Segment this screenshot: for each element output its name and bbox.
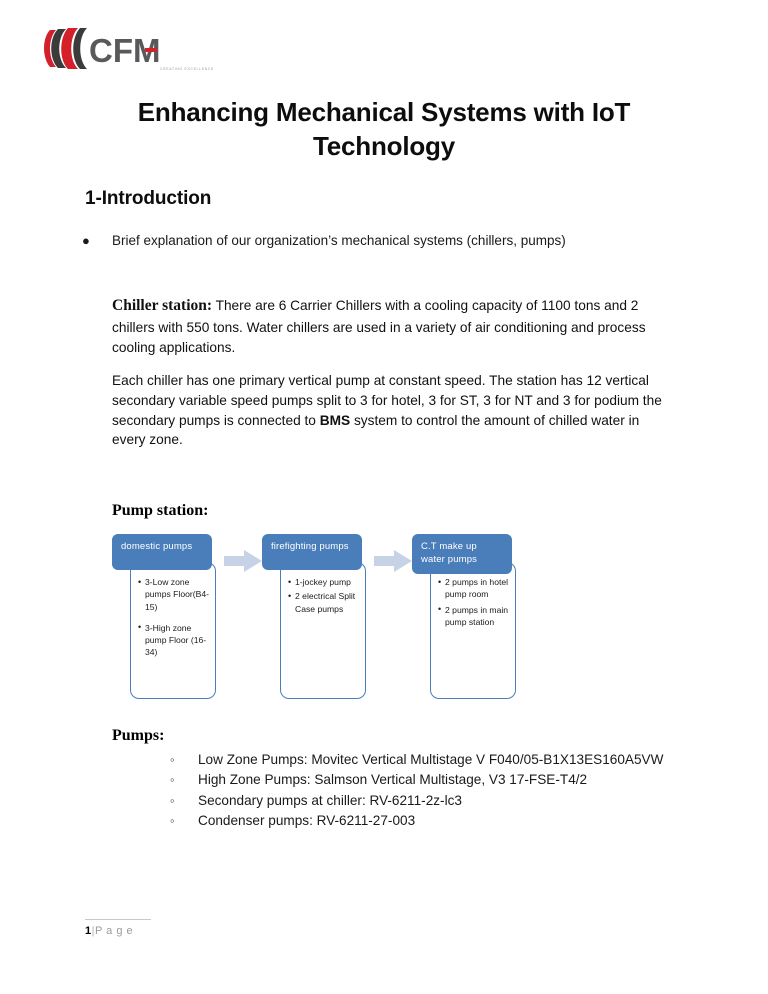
list-item: Secondary pumps at chiller: RV-6211-2z-l…: [168, 792, 668, 810]
intro-bullet: ● Brief explanation of our organization’…: [82, 232, 768, 251]
page-footer: 1|P a g e: [85, 919, 205, 937]
list-item: Condenser pumps: RV-6211-27-003: [168, 812, 668, 830]
diagram-node-item: 2 pumps in hotel pump room: [438, 576, 509, 600]
secondary-pumps-text-part1: Each chiller has one primary vertical pu…: [112, 373, 662, 428]
diagram-node-body: 2 pumps in hotel pump room 2 pumps in ma…: [430, 562, 516, 700]
pump-station-diagram: domestic pumps 3-Low zone pumps Floor(B4…: [112, 534, 562, 709]
diagram-node-caption: C.T make up water pumps: [412, 534, 512, 575]
diagram-node-firefighting-pumps: firefighting pumps 1-jockey pump 2 elect…: [262, 534, 366, 700]
diagram-node-body: 1-jockey pump 2 electrical Split Case pu…: [280, 562, 366, 700]
diagram-node-body: 3-Low zone pumps Floor(B4-15) 3-High zon…: [130, 562, 216, 700]
chiller-station-paragraph: Chiller station: There are 6 Carrier Chi…: [112, 295, 674, 357]
diagram-node-domestic-pumps: domestic pumps 3-Low zone pumps Floor(B4…: [112, 534, 216, 700]
diagram-node-item: 3-Low zone pumps Floor(B4-15): [138, 576, 209, 613]
chiller-station-label: Chiller station:: [112, 297, 213, 315]
intro-bullet-text: Brief explanation of our organization’s …: [112, 232, 566, 248]
footer-text: 1|P a g e: [85, 925, 205, 937]
logo-accent-bar: [145, 48, 157, 52]
diagram-node-item: 2 pumps in main pump station: [438, 603, 509, 628]
document-body: Enhancing Mechanical Systems with IoT Te…: [0, 96, 768, 832]
secondary-pumps-paragraph: Each chiller has one primary vertical pu…: [112, 371, 674, 450]
footer-separator: |: [91, 925, 95, 937]
footer-divider: [85, 919, 151, 920]
diagram-node-item: 1-jockey pump: [288, 576, 359, 589]
diagram-node-caption: firefighting pumps: [262, 534, 362, 571]
list-item: Low Zone Pumps: Movitec Vertical Multist…: [168, 751, 668, 769]
cfm-logo: CFM CREATING EXCELLENCE: [42, 26, 222, 72]
bms-bold-term: BMS: [319, 412, 351, 428]
logo-mark: [44, 28, 87, 69]
chiller-station-text: There are 6 Carrier Chillers with a cool…: [112, 298, 646, 355]
page-title: Enhancing Mechanical Systems with IoT Te…: [137, 97, 631, 161]
diagram-node-ct-makeup-water-pumps: C.T make up water pumps 2 pumps in hotel…: [412, 534, 516, 700]
secondary-pumps-text-part2: system to control the amount of chilled …: [112, 412, 640, 448]
flow-arrow-icon-1: [224, 550, 262, 573]
logo-tagline: CREATING EXCELLENCE: [160, 67, 214, 71]
pump-station-heading: Pump station:: [112, 502, 209, 520]
list-item: High Zone Pumps: Salmson Vertical Multis…: [168, 771, 668, 789]
bullet-dot-icon: ●: [82, 232, 90, 248]
pumps-list: Low Zone Pumps: Movitec Vertical Multist…: [168, 751, 668, 830]
diagram-node-item: 2 electrical Split Case pumps: [288, 590, 359, 614]
footer-page-number: 1: [85, 925, 92, 937]
diagram-node-caption: domestic pumps: [112, 534, 212, 571]
section-heading-introduction: 1-Introduction: [85, 187, 212, 209]
flow-arrow-icon-2: [374, 550, 412, 573]
footer-page-label: P a g e: [94, 925, 134, 937]
pumps-heading: Pumps:: [112, 727, 165, 745]
diagram-node-item: 3-High zone pump Floor (16-34): [138, 621, 209, 659]
